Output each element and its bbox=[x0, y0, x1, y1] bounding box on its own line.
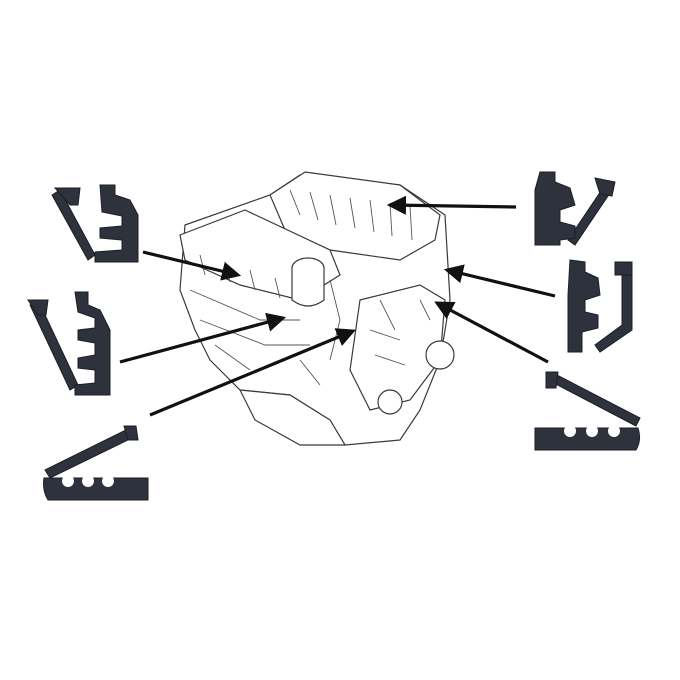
arrow-icon bbox=[119, 312, 287, 364]
oil-pan bbox=[238, 389, 347, 446]
bracket-right-top bbox=[534, 171, 616, 246]
arrow-icon bbox=[149, 328, 356, 417]
arrow-icon bbox=[142, 250, 242, 281]
arrows bbox=[119, 195, 556, 417]
bracket-right-bottom bbox=[534, 371, 641, 451]
arrow-icon bbox=[434, 301, 549, 364]
crank-pulley bbox=[377, 389, 403, 415]
arrow-icon bbox=[386, 195, 517, 215]
bracket-left-middle bbox=[27, 291, 111, 396]
bracket-left-bottom bbox=[43, 425, 149, 501]
arrow-icon bbox=[443, 264, 556, 298]
engine-drawing bbox=[179, 171, 455, 446]
bracket-left-top bbox=[51, 184, 139, 263]
oil-filler-neck bbox=[291, 268, 325, 307]
water-pump-pulley bbox=[425, 340, 455, 370]
timing-cover bbox=[349, 284, 446, 411]
bracket-right-middle bbox=[567, 259, 633, 353]
